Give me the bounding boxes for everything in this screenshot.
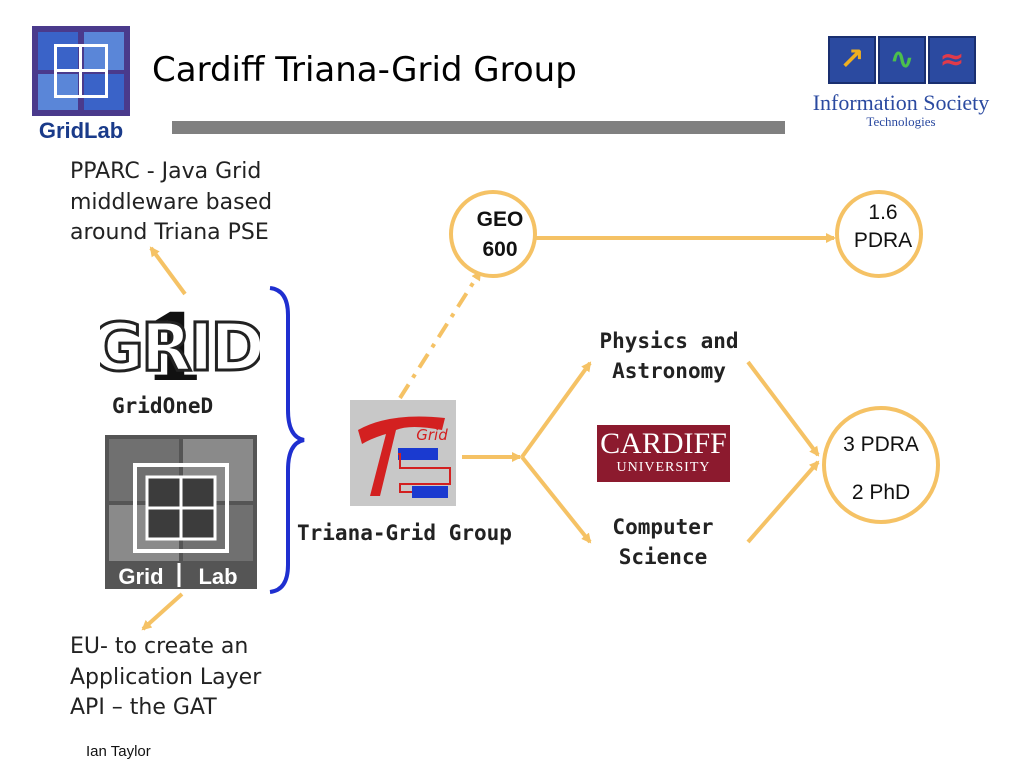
arrow-cs-to-pdra: [746, 460, 820, 544]
arrow-to-pparc: [149, 246, 187, 296]
geo600-label: GEO 600: [476, 208, 524, 261]
ist-subtitle: Technologies: [866, 114, 936, 129]
cardiff-word: CARDIFF: [600, 427, 727, 460]
gridoned-logo: 1 GRID: [88, 292, 267, 402]
pdra3-phd-label: 3 PDRA 2 PhD: [843, 433, 919, 504]
gridlab-logo-large: Grid Lab: [105, 435, 257, 589]
circle-pdra3-phd: [822, 406, 940, 524]
arrow-physics-to-pdra: [746, 360, 820, 457]
triana-grid-logo: Grid: [350, 400, 456, 506]
gridlab-big-grid: Grid: [118, 564, 163, 589]
circle-pdra16: [835, 190, 923, 278]
cardiff-university-logo: CARDIFF UNIVERSITY: [597, 425, 730, 482]
circle-geo600: [449, 190, 537, 278]
triana-grid-word: Grid: [416, 426, 448, 444]
gridlab-caption: GridLab: [38, 118, 124, 143]
footer-author: Ian Taylor: [86, 743, 151, 760]
note-eu: EU- to create an Application Layer API –…: [70, 634, 262, 720]
slide-title: Cardiff Triana-Grid Group: [152, 50, 577, 90]
gridone-word: GRID: [100, 309, 260, 386]
arrow-to-eu: [141, 592, 184, 631]
ist-name: Information Society: [812, 90, 990, 115]
curly-brace: [269, 286, 305, 594]
gridlab-big-lab: Lab: [198, 564, 237, 589]
title-underline-bar: [172, 121, 785, 134]
label-physics-astronomy: Physics and Astronomy: [599, 329, 739, 383]
dashed-arrow-to-geo: [398, 270, 482, 400]
label-computer-science: Computer Science: [612, 515, 714, 569]
gridlab-logo-small: GridLab: [32, 26, 130, 143]
note-pparc: PPARC - Java Grid middleware based aroun…: [70, 159, 273, 245]
arrow-to-cs: [520, 455, 592, 544]
label-triana-grid-group: Triana-Grid Group: [297, 521, 512, 545]
gridone-numeral: 1: [142, 294, 206, 392]
arrow-to-physics: [520, 361, 592, 459]
ist-logo: ↗ ∿ ≈ Information Society Technologies: [804, 30, 998, 130]
pdra16-label: 1.6 PDRA: [853, 201, 913, 252]
label-gridoned: GridOneD: [112, 394, 214, 418]
university-word: UNIVERSITY: [616, 460, 711, 475]
